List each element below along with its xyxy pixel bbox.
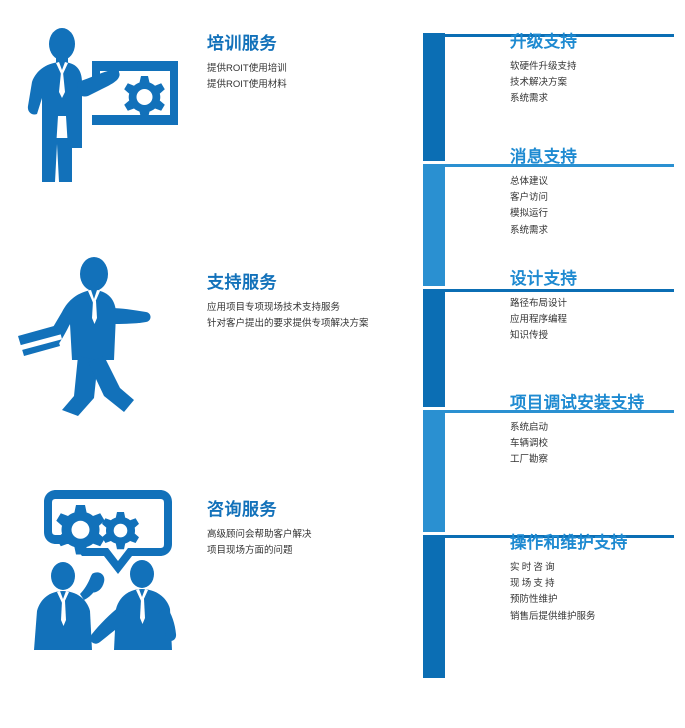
- support-line-2: 针对客户提出的要求提供专项解决方案: [207, 318, 369, 330]
- walking-businessman-briefcase-icon: [18, 248, 188, 418]
- operation-item-2: 现场支持: [510, 578, 557, 590]
- training-line-2: 提供ROIT使用材料: [207, 79, 287, 91]
- message-item-3: 模拟运行: [510, 208, 549, 220]
- support-block-message: 消息支持 总体建议 客户访问 模拟运行 系统需求: [510, 148, 685, 239]
- operation-item-4: 销售后提供维护服务: [510, 610, 596, 622]
- training-title: 培训服务: [207, 34, 277, 53]
- upgrade-title: 升级支持: [510, 33, 578, 51]
- design-title: 设计支持: [510, 270, 578, 288]
- support-block-operation: 操作和维护支持 实时咨询 现场支持 预防性维护 销售后提供维护服务: [510, 534, 685, 625]
- presenter-board-gear-icon: [18, 20, 188, 190]
- timeline-connector-2: [423, 164, 674, 167]
- message-item-1: 总体建议: [510, 175, 549, 187]
- operation-title: 操作和维护支持: [510, 534, 628, 552]
- commissioning-item-3: 工厂勘察: [510, 454, 549, 466]
- consulting-line-1: 高级顾问会帮助客户解决: [207, 529, 312, 541]
- timeline-bar: [423, 33, 445, 678]
- support-block-upgrade: 升级支持 软硬件升级支持 技术解决方案 系统需求: [510, 33, 685, 108]
- consulting-text: 咨询服务 高级顾问会帮助客户解决 项目现场方面的问题: [207, 500, 417, 559]
- timeline-connector-5: [423, 535, 674, 538]
- message-item-4: 系统需求: [510, 224, 549, 236]
- design-item-2: 应用程序编程: [510, 314, 568, 326]
- operation-item-3: 预防性维护: [510, 594, 558, 606]
- commissioning-title: 项目调试安装支持: [510, 394, 645, 412]
- consulting-line-2: 项目现场方面的问题: [207, 545, 293, 557]
- timeline-connector-4: [423, 410, 674, 413]
- upgrade-item-1: 软硬件升级支持: [510, 60, 577, 72]
- consulting-title: 咨询服务: [207, 500, 277, 519]
- timeline-segment-5: [423, 535, 445, 678]
- two-people-speech-bubble-gears-icon: [20, 478, 200, 658]
- upgrade-item-3: 系统需求: [510, 93, 549, 105]
- design-item-3: 知识传授: [510, 330, 549, 342]
- support-text: 支持服务 应用项目专项现场技术支持服务 针对客户提出的要求提供专项解决方案: [207, 273, 417, 332]
- message-item-2: 客户访问: [510, 192, 549, 204]
- timeline-connector-1: [423, 34, 674, 37]
- training-line-1: 提供ROIT使用培训: [207, 63, 287, 75]
- timeline-segment-4: [423, 410, 445, 532]
- training-text: 培训服务 提供ROIT使用培训 提供ROIT使用材料: [207, 34, 417, 93]
- design-item-1: 路径布局设计: [510, 297, 568, 309]
- operation-item-1: 实时咨询: [510, 561, 557, 573]
- support-block-commissioning: 项目调试安装支持 系统启动 车辆调校 工厂勘察: [510, 394, 685, 469]
- timeline-segment-3: [423, 289, 445, 407]
- support-line-1: 应用项目专项现场技术支持服务: [207, 302, 341, 314]
- upgrade-item-2: 技术解决方案: [510, 77, 568, 89]
- message-title: 消息支持: [510, 148, 578, 166]
- timeline-segment-1: [423, 33, 445, 161]
- commissioning-item-1: 系统启动: [510, 421, 549, 433]
- commissioning-item-2: 车辆调校: [510, 438, 549, 450]
- support-title: 支持服务: [207, 273, 277, 292]
- support-block-design: 设计支持 路径布局设计 应用程序编程 知识传授: [510, 270, 685, 345]
- timeline-segment-2: [423, 164, 445, 286]
- timeline-connector-3: [423, 289, 674, 292]
